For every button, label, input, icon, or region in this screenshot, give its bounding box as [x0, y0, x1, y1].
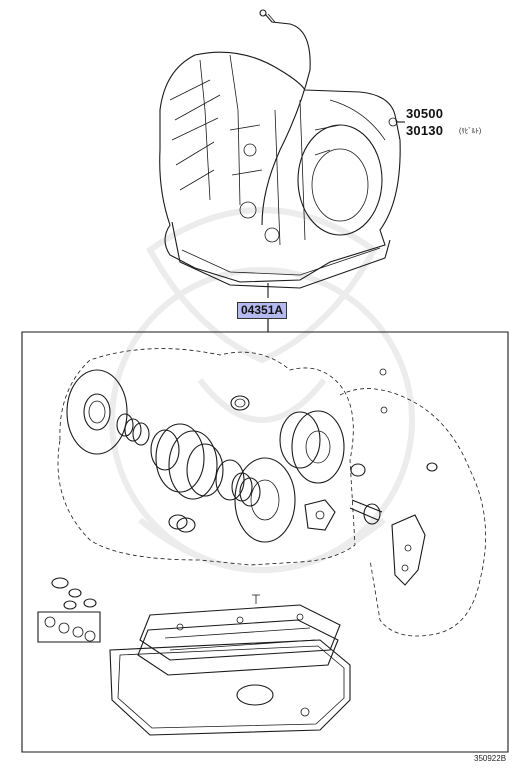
figure-number: 350922B: [474, 754, 507, 763]
watermark-emblem: [109, 207, 415, 573]
part-30130-note: (ﾘﾋﾞﾙﾄ): [459, 128, 482, 135]
transaxle-assembly: [159, 9, 405, 298]
kit-part-number-04351A[interactable]: 04351A: [237, 302, 288, 319]
exploded-parts: [37, 348, 487, 736]
part-number-30500[interactable]: 30500: [406, 106, 444, 121]
part-number-30130[interactable]: 30130: [406, 123, 444, 138]
